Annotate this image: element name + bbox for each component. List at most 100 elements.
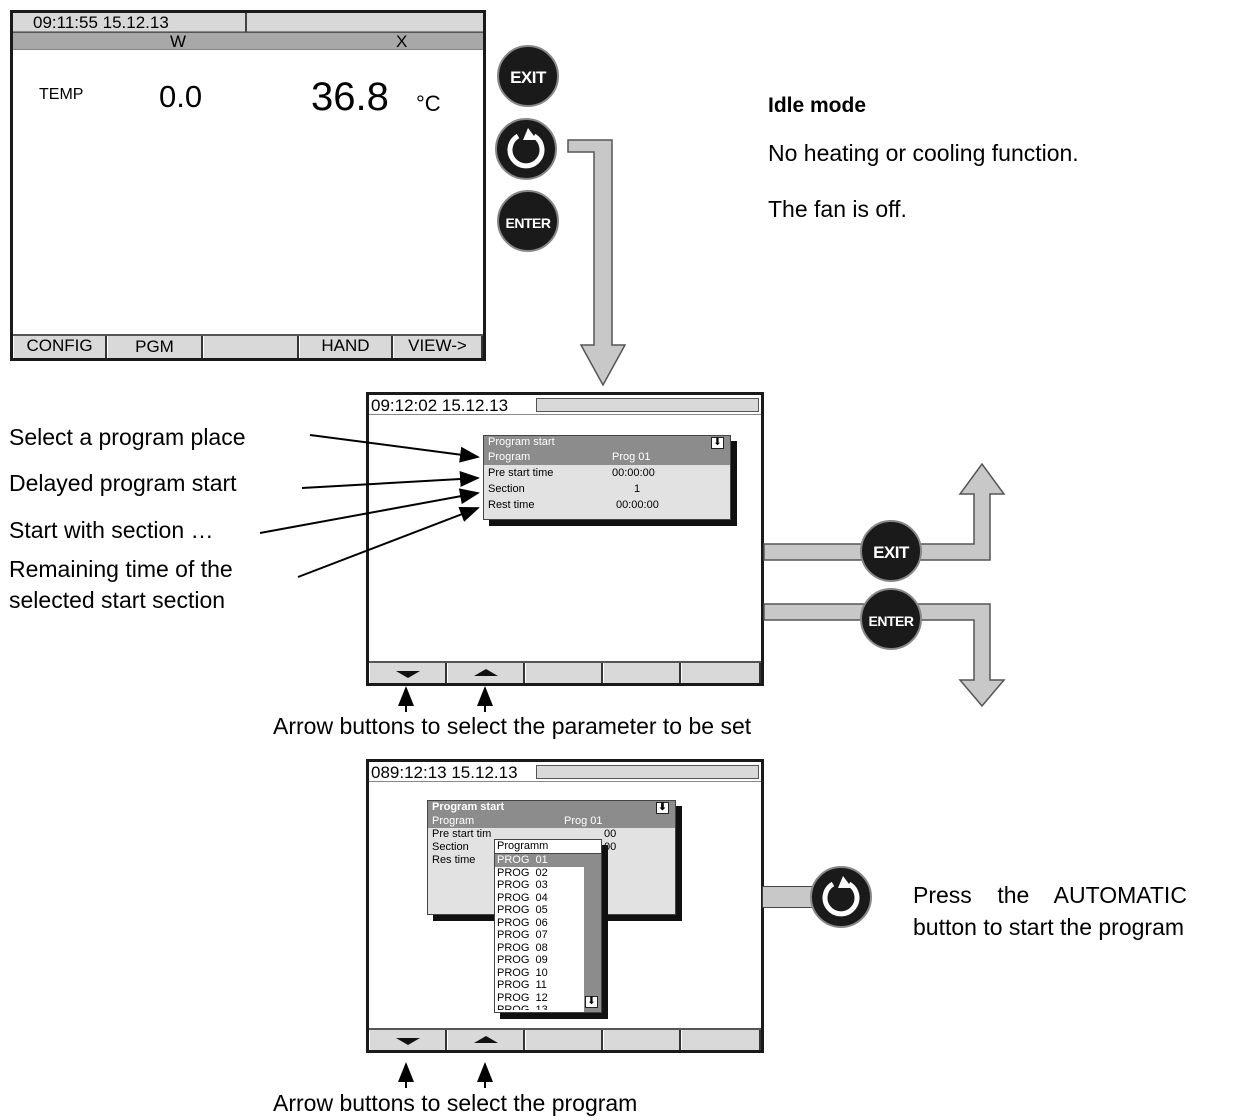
exit-button-2[interactable]: EXIT [860,520,922,582]
status-bar-3: 089:12:13 15.12.13 [369,762,761,782]
idle-title: Idle mode [768,94,867,117]
datetime-3: 089:12:13 15.12.13 [371,763,518,782]
scroll-down-icon[interactable]: ⬇ [711,437,724,449]
rest-time-value: 00:00:00 [616,499,659,511]
section-label: Section [488,483,525,495]
exit-label-2: EXIT [873,543,909,562]
automatic-flow-arrow [567,139,627,387]
fkey-5[interactable] [681,663,761,683]
rest-time-row[interactable]: Rest time 00:00:00 [484,497,730,513]
pre-start-row[interactable]: Pre start time 00:00:00 [484,465,730,481]
temp-label: TEMP [39,86,84,103]
enter-button[interactable]: ENTER [497,190,559,252]
automatic-button-2[interactable] [810,866,872,928]
section-row-3[interactable]: Section [428,841,675,854]
fkey-5-3[interactable] [681,1030,761,1050]
column-header: W X [13,32,483,51]
list-item[interactable]: PROG 11 [497,979,547,991]
actual-value: 36.8 [311,75,389,119]
list-item[interactable]: PROG 05 [497,904,548,916]
list-item[interactable]: PROG 01 [495,854,584,867]
program-row[interactable]: Program Prog 01 [484,449,730,465]
exit-button[interactable]: EXIT [497,45,559,107]
arrow-down-key-3[interactable] [369,1030,447,1050]
list-item[interactable]: PROG 02 [497,866,548,879]
exit-label: EXIT [510,68,546,87]
caption-program: Arrow buttons to select the program [273,1090,638,1116]
automatic-icon-2 [822,876,860,917]
function-keys-2 [369,661,761,683]
res-time-value-3: 00 [604,841,617,853]
function-keys: CONFIG PGM HAND VIEW-> [13,334,483,358]
arrow-up-icon [473,669,498,676]
program-start-dialog: Program start ⬇ Program Prog 01 Pre star… [483,435,731,520]
arrow-down-icon [395,671,420,678]
status-bar: 09:11:55 15.12.13 [13,13,483,32]
fkey-4[interactable] [603,663,681,683]
section-label-3: Section [432,841,469,853]
list-item[interactable]: PROG 04 [497,891,548,904]
program-list-title: Programm [495,840,601,854]
auto-text-line1: Press the AUTOMATIC [913,882,1187,908]
enter-button-2[interactable]: ENTER [860,588,922,650]
arrow-up-icon-3 [473,1036,498,1043]
list-item[interactable]: PROG 06 [497,916,548,929]
scroll-down-icon-3[interactable]: ⬇ [656,802,669,814]
list-item[interactable]: PROG 09 [497,954,548,966]
program-value-3: Prog 01 [564,815,603,827]
config-key[interactable]: CONFIG [13,336,107,358]
idle-screen: 09:11:55 15.12.13 W X TEMP 0.0 36.8 °C C… [10,10,486,361]
dialog-title-text: Program start [488,436,555,448]
program-row-3[interactable]: Program Prog 01 [428,814,675,828]
auto-text-line2: button to start the program [913,914,1185,940]
list-item[interactable]: PROG 07 [497,929,548,941]
pre-start-value-3: 00 [604,828,617,840]
empty-key[interactable] [203,336,299,358]
idle-line1: No heating or cooling function. [768,140,1079,166]
dialog-title: Program start ⬇ [484,436,730,449]
col-x-label: X [396,32,408,51]
res-time-label-3: Res time [432,854,476,866]
list-scroll-down-icon[interactable]: ⬇ [585,996,598,1008]
pgm-key[interactable]: PGM [107,336,203,358]
list-item[interactable]: PROG 10 [497,966,548,979]
pre-start-value: 00:00:00 [612,467,655,479]
dialog-title-text-3: Program start [432,801,505,813]
pre-start-row-3[interactable]: Pre start tim 00 [428,828,675,841]
arrow-up-key-3[interactable] [447,1030,525,1050]
rest-time-label: Rest time [488,499,535,511]
fkey-4-3[interactable] [603,1030,681,1050]
fkey-3[interactable] [525,663,603,683]
list-item[interactable]: PROG 12 [497,991,548,1004]
program-select-screen: 089:12:13 15.12.13 Program start ⬇ Progr… [366,759,764,1053]
arrow-down-key[interactable] [369,663,447,683]
program-label: Program [488,451,531,463]
fkey-3-3[interactable] [525,1030,603,1050]
arrow-down-icon-3 [395,1038,420,1045]
hand-key[interactable]: HAND [299,336,393,358]
res-time-row-3[interactable]: Res time 00 [428,841,675,867]
col-w-label: W [170,32,187,51]
section-row[interactable]: Section 1 [484,481,730,497]
view-key[interactable]: VIEW-> [393,336,483,358]
list-item[interactable]: PROG 08 [497,941,548,954]
arrow-up-key[interactable] [447,663,525,683]
annotation-delayed-start: Delayed program start [9,470,237,496]
unit-label: °C [416,91,441,116]
automatic-button[interactable] [495,118,557,180]
section-value: 1 [634,483,641,495]
status-bar-2: 09:12:02 15.12.13 [369,395,761,415]
dialog-title-3: Program start ⬇ [428,801,675,814]
list-item[interactable]: PROG 13 [497,1004,548,1010]
setpoint-value: 0.0 [159,79,203,114]
annotation-select-program: Select a program place [9,424,246,450]
pre-start-label-3: Pre start tim [432,828,492,840]
program-value: Prog 01 [612,451,651,463]
idle-line2: The fan is off. [768,196,907,222]
caption-parameter: Arrow buttons to select the parameter to… [273,713,752,739]
enter-label-2: ENTER [868,613,914,629]
datetime-2: 09:12:02 15.12.13 [371,396,509,415]
function-keys-3 [369,1028,761,1050]
list-item[interactable]: PROG 03 [497,879,548,891]
annotation-remaining-1: Remaining time of the [9,556,233,582]
